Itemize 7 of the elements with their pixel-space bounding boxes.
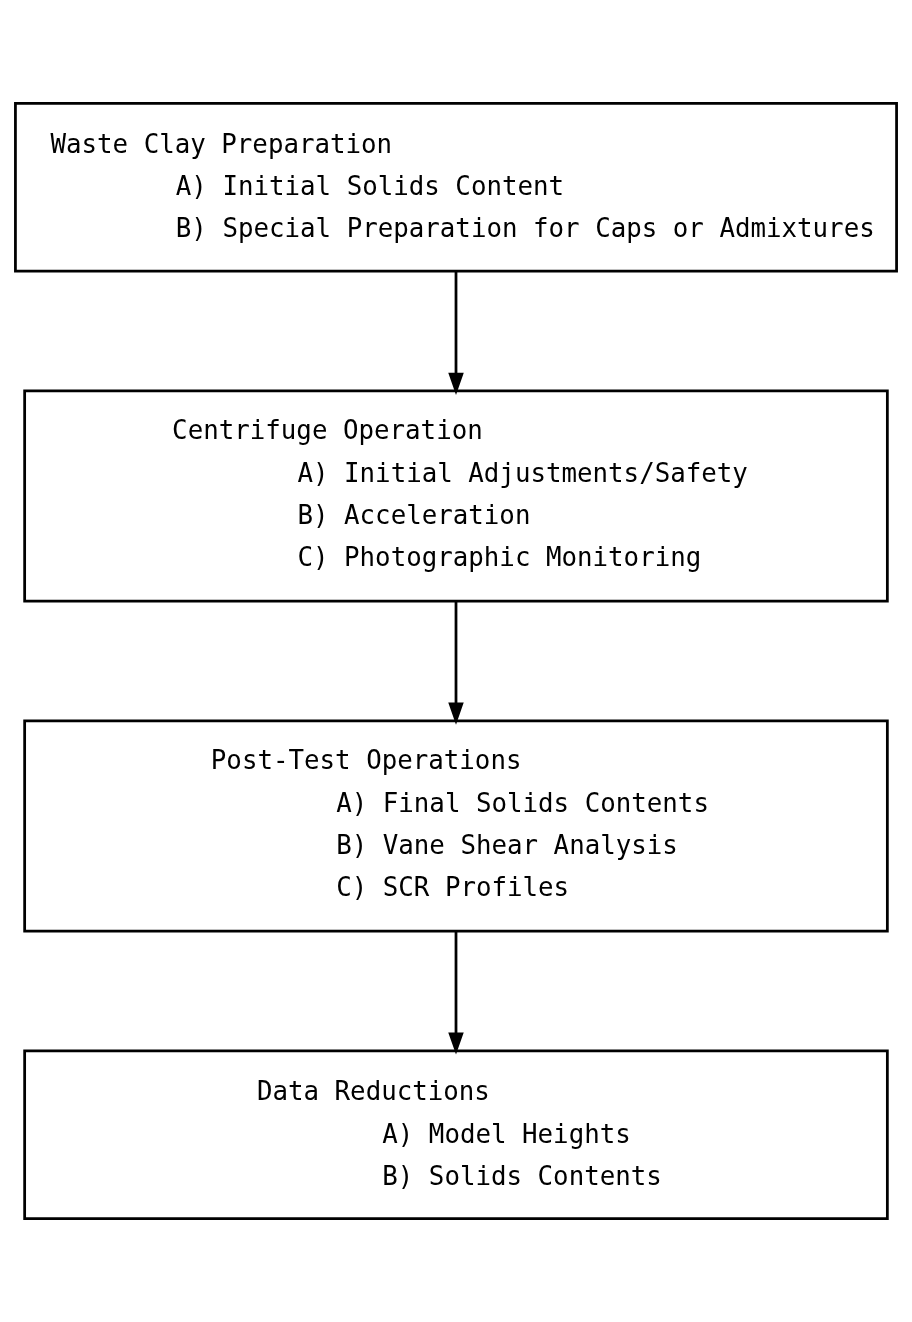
node-box: Post-Test Operations A) Final Solids Contents B) Vane Shear Analysis C) SCR Profiles [23, 719, 889, 933]
node-box: Waste Clay Preparation A) Initial Solids Content B) Special Preparation for Caps or Admixtures [14, 102, 898, 273]
arrow [448, 931, 464, 1055]
arrow [448, 271, 464, 395]
node-box: Data Reductions A) Model Heights B) Solids Contents [23, 1049, 889, 1220]
node-box: Centrifuge Operation A) Initial Adjustments/Safety B) Acceleration C) Photographic Monitoring [23, 389, 889, 603]
arrow [448, 601, 464, 725]
